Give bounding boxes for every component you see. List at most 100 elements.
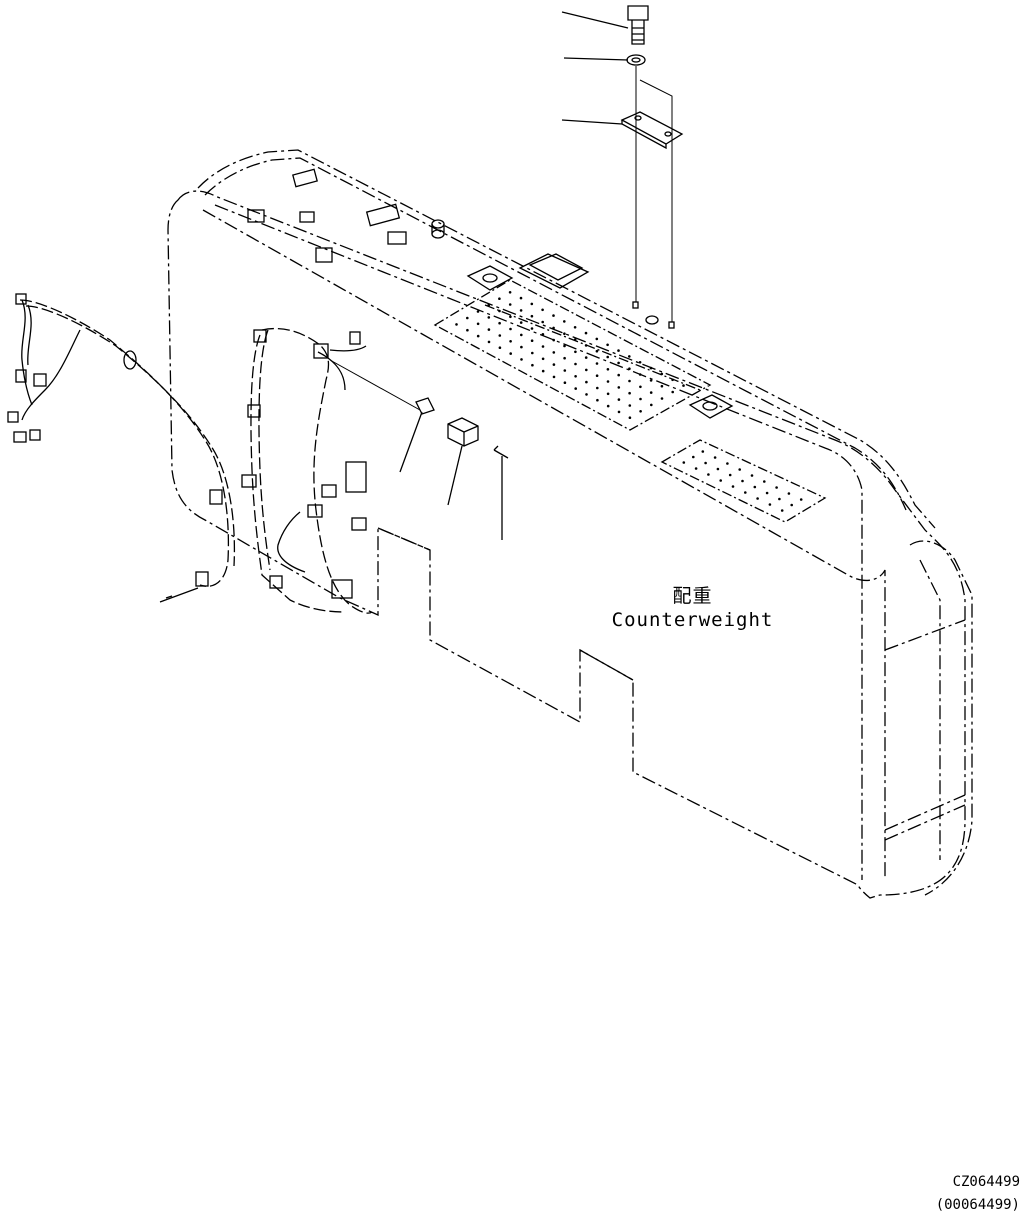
perforation-dot xyxy=(713,456,717,459)
perforation-dot xyxy=(628,391,631,395)
perforation-dot xyxy=(701,450,705,453)
perforation-dot xyxy=(628,367,631,371)
perforation-dot xyxy=(763,480,766,483)
perforation-dot xyxy=(584,344,588,347)
perforation-dot xyxy=(541,333,545,336)
perforation-dot xyxy=(466,328,469,332)
wiring-harness xyxy=(7,293,373,614)
drawing-code: CZ064499 xyxy=(952,1174,1020,1190)
perforation-dot xyxy=(595,337,599,341)
perforated-plate-large xyxy=(433,279,712,431)
perforation-dot xyxy=(552,351,556,354)
perforation-dot xyxy=(541,320,544,324)
perforation-dot xyxy=(790,503,793,507)
perforation-dot xyxy=(574,350,577,354)
perforation-dot xyxy=(606,355,609,359)
perforation-dot xyxy=(671,378,674,382)
perforation-dot xyxy=(660,397,664,400)
perforation-dot xyxy=(519,296,523,300)
perforation-dot xyxy=(530,314,534,318)
perforation-dot xyxy=(617,410,621,414)
counterweight-label-en: Counterweight xyxy=(611,609,774,631)
perforation-dot xyxy=(476,334,480,338)
perforation-dot xyxy=(466,316,469,320)
perforation-dot xyxy=(639,385,642,389)
perforation-dot xyxy=(778,497,781,501)
perforation-dot xyxy=(552,375,556,379)
perforation-dot xyxy=(509,352,512,355)
perforation-dot xyxy=(649,366,653,370)
perforation-dot xyxy=(563,320,566,323)
perforation-dot xyxy=(756,497,759,500)
perforation-dot xyxy=(606,404,610,408)
perforation-dot xyxy=(775,486,778,489)
counterweight-label: 配重 Counterweight xyxy=(600,584,785,632)
perforation-dot xyxy=(585,380,588,384)
perforation-dot xyxy=(682,461,686,464)
perforation-dot xyxy=(719,479,722,482)
plate-perforations xyxy=(455,291,803,512)
perforation-dot xyxy=(716,467,720,471)
perforation-dot xyxy=(574,362,577,366)
counterweight-body xyxy=(167,149,973,899)
perforation-dot xyxy=(617,361,620,365)
perforation-dot xyxy=(552,338,555,342)
perforation-dot xyxy=(595,362,599,365)
top-fittings xyxy=(247,168,734,419)
perforation-dot xyxy=(606,368,610,371)
perforation-dot xyxy=(596,398,599,402)
perforation-dot xyxy=(750,474,754,477)
perforation-dot xyxy=(541,308,544,312)
perforation-dot xyxy=(726,462,729,465)
perforation-dot xyxy=(617,398,621,401)
perforation-dot xyxy=(509,315,512,319)
perforation-dot xyxy=(455,323,458,326)
perforation-dot xyxy=(573,326,577,329)
counterweight-label-jp: 配重 xyxy=(672,585,713,607)
perforation-dot xyxy=(617,349,620,352)
perforation-dot xyxy=(638,361,642,364)
perforation-dot xyxy=(487,303,491,307)
connector-block-part xyxy=(447,417,479,506)
perforation-dot xyxy=(552,326,555,330)
perforation-dot xyxy=(563,332,566,336)
perforation-dot xyxy=(704,461,707,465)
perforation-dot xyxy=(476,322,480,326)
perforation-dot xyxy=(628,379,631,383)
perforation-dot xyxy=(606,380,610,383)
perforation-dot xyxy=(584,331,588,335)
pin-part xyxy=(493,445,509,540)
perforation-dot xyxy=(541,357,545,361)
perforation-dot xyxy=(531,363,534,367)
perforation-dot xyxy=(731,485,735,488)
perforation-dot xyxy=(563,356,566,360)
perforation-dot xyxy=(487,340,491,344)
washer-part xyxy=(563,54,646,66)
perforation-dot xyxy=(509,327,512,331)
perforation-dot xyxy=(617,373,620,377)
perforation-dot xyxy=(682,384,685,387)
perforation-dot xyxy=(573,338,577,341)
perforation-dot xyxy=(519,309,523,312)
perforation-dot xyxy=(584,356,588,359)
perforation-dot xyxy=(530,302,534,306)
perforation-dot xyxy=(520,345,523,349)
perforation-dot xyxy=(595,374,599,378)
perforation-dot xyxy=(487,328,491,331)
drawing-reference: (00064499) xyxy=(935,1197,1020,1213)
perforation-dot xyxy=(606,343,609,347)
perforation-dot xyxy=(509,340,512,343)
perforation-dot xyxy=(585,368,588,372)
perforation-dot xyxy=(741,479,744,483)
perforation-dot xyxy=(753,485,757,489)
perforation-dot xyxy=(694,467,698,470)
perforation-dot xyxy=(649,391,653,394)
perforation-dot xyxy=(508,303,512,306)
perforation-dot xyxy=(520,333,523,337)
perforation-dot xyxy=(563,344,566,348)
perforation-dot xyxy=(660,372,664,376)
perforation-dot xyxy=(498,309,501,313)
perforation-dot xyxy=(541,369,545,373)
perforation-dot xyxy=(541,345,545,348)
perforation-dot xyxy=(768,503,772,506)
